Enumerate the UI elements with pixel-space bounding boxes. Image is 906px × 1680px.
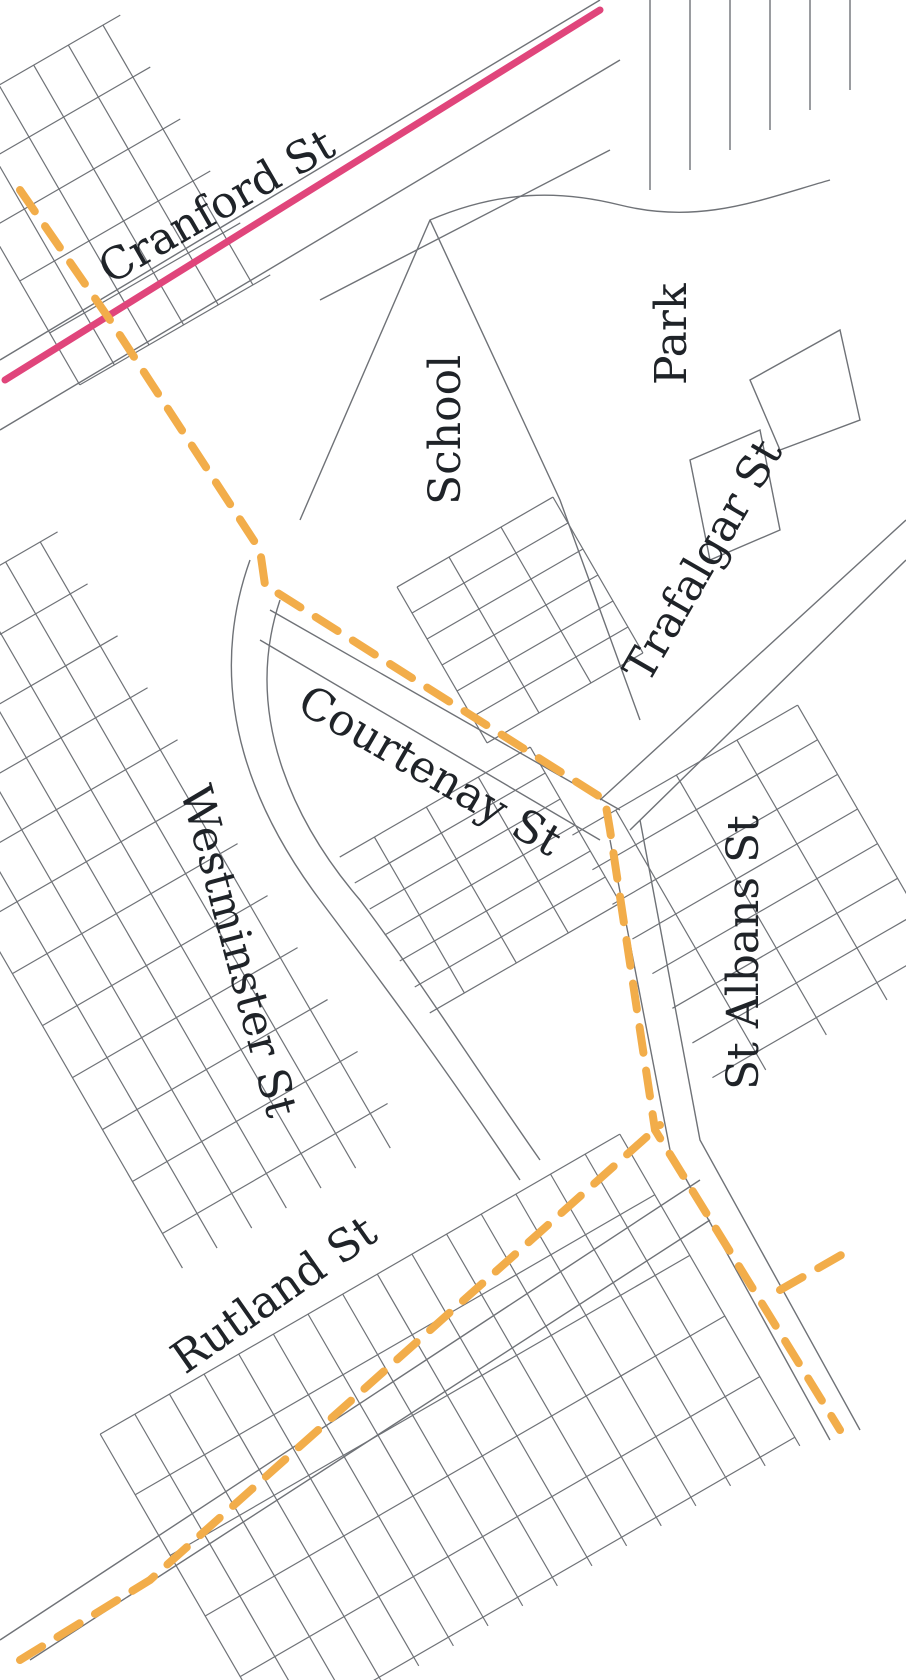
lot-line	[239, 1376, 761, 1678]
lot-grid	[99, 1133, 801, 1680]
lot-line	[615, 809, 767, 1071]
lot-line	[134, 1413, 316, 1680]
lot-line	[384, 824, 576, 936]
route-path-main	[16, 186, 844, 1434]
lot-line	[619, 1133, 801, 1447]
lot-line	[342, 1293, 524, 1607]
lot-line	[39, 541, 391, 1149]
lot-line	[19, 170, 211, 282]
property-lots	[0, 14, 906, 1680]
lot-line	[339, 746, 531, 858]
lot-line	[274, 1436, 796, 1680]
lot-line	[0, 14, 121, 126]
lot-line	[550, 1173, 732, 1487]
lot-line	[0, 84, 150, 346]
lot-line	[369, 798, 561, 910]
lot-grid	[339, 746, 621, 1014]
lot-line	[0, 124, 81, 386]
lot-line	[692, 912, 906, 1044]
lot-line	[0, 661, 183, 1269]
lot-line	[0, 621, 253, 1229]
lot-line	[99, 1133, 621, 1435]
lot-grid	[572, 704, 906, 1079]
lot-line	[376, 1273, 558, 1587]
lot-line	[477, 776, 569, 934]
lot-line	[675, 774, 827, 1036]
lot-line	[471, 626, 629, 718]
lot-line	[0, 601, 287, 1209]
lot-line	[425, 806, 517, 964]
route-path-east	[776, 1246, 854, 1294]
lot-line	[132, 1050, 358, 1183]
lot-line	[632, 808, 858, 940]
lot-line	[411, 522, 569, 614]
lot-line	[0, 791, 208, 923]
lot-line	[238, 1353, 420, 1667]
lot-line	[797, 704, 906, 966]
lot-line	[72, 947, 298, 1079]
lot-line	[0, 635, 118, 767]
lot-line	[612, 773, 838, 905]
lot-line	[373, 836, 465, 994]
lot-line	[102, 999, 328, 1131]
lot-line	[480, 1213, 662, 1527]
cycle-route-lines	[16, 186, 854, 1664]
route-path-rutland	[16, 1121, 664, 1664]
lot-grid	[0, 531, 391, 1269]
label-park: Park	[646, 283, 697, 385]
lot-line	[456, 600, 614, 692]
lot-line	[162, 1102, 388, 1234]
lot-line	[0, 583, 88, 715]
lot-line	[441, 574, 599, 666]
lot-line	[486, 652, 644, 744]
lot-line	[652, 843, 878, 975]
lot-line	[12, 843, 238, 975]
lot-line	[736, 739, 888, 1001]
lot-line	[399, 850, 591, 962]
lot-line	[272, 1333, 454, 1647]
lot-line	[500, 526, 592, 684]
lot-line	[0, 739, 178, 871]
lot-line	[42, 895, 268, 1027]
lot-line	[354, 772, 546, 884]
lot-line	[0, 118, 181, 230]
lot-line	[204, 1315, 726, 1617]
lot-line	[0, 581, 322, 1189]
lot-line	[712, 947, 906, 1079]
lot-line	[0, 66, 151, 178]
lot-line	[396, 496, 554, 588]
lot-line	[169, 1254, 691, 1556]
lot-line	[168, 1393, 350, 1680]
lot-line	[426, 548, 584, 640]
lot-line	[99, 1433, 281, 1680]
lot-line	[0, 687, 148, 819]
lot-line	[414, 876, 606, 988]
lot-line	[429, 902, 621, 1014]
lot-line	[592, 739, 818, 871]
lot-line	[448, 556, 540, 714]
lot-line	[0, 641, 218, 1249]
lot-line	[134, 1194, 656, 1496]
lot-line	[0, 104, 115, 366]
label-school: School	[420, 355, 471, 505]
lot-line	[672, 877, 898, 1009]
lot-line	[584, 1153, 766, 1467]
lot-line	[203, 1373, 385, 1680]
lot-line	[5, 561, 357, 1169]
lot-line	[411, 1253, 593, 1567]
lot-line	[79, 274, 271, 386]
lot-line	[0, 531, 58, 663]
label-st-albans: St Albans St	[718, 815, 769, 1090]
lot-line	[515, 1193, 697, 1507]
lot-line	[49, 222, 241, 334]
lot-line	[307, 1313, 489, 1627]
